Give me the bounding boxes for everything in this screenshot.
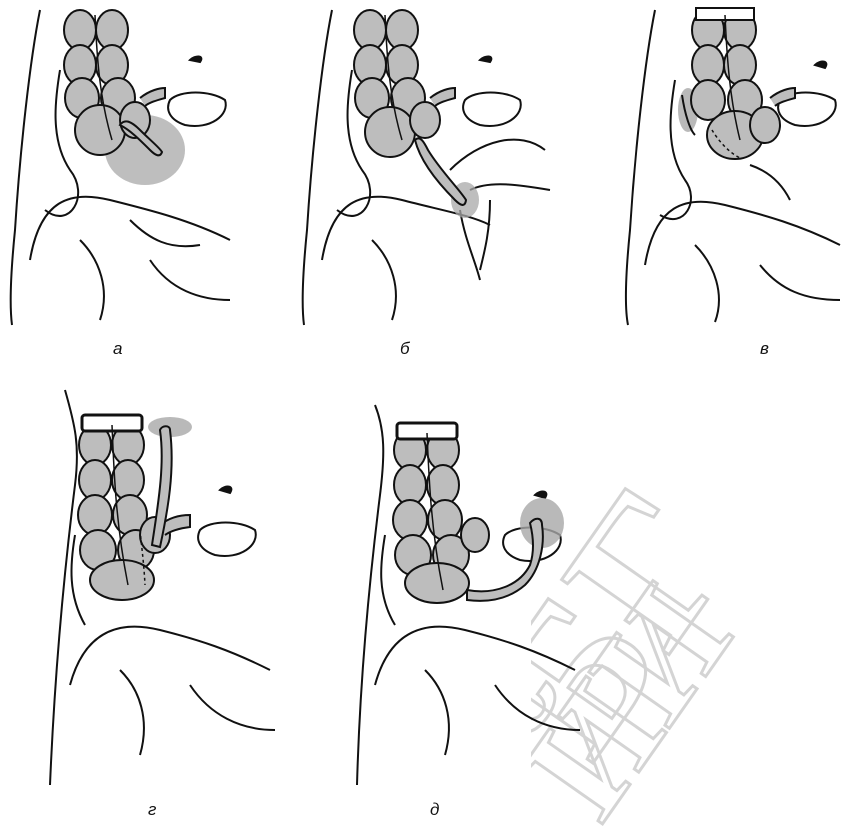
panel-v: в bbox=[600, 0, 851, 330]
illustration-appendix-position-b bbox=[290, 0, 560, 330]
illustration-appendix-position-a bbox=[0, 0, 260, 330]
caption-d: д bbox=[430, 800, 439, 820]
caption-v: в bbox=[760, 339, 769, 359]
caption-a: а bbox=[113, 339, 122, 359]
panel-g: г bbox=[40, 385, 300, 825]
panel-b: б bbox=[290, 0, 560, 330]
panel-a: а bbox=[0, 0, 260, 330]
caption-g: г bbox=[148, 800, 156, 820]
illustration-appendix-position-g bbox=[40, 385, 300, 795]
illustration-appendix-position-d bbox=[345, 385, 610, 795]
panel-d: д bbox=[345, 385, 610, 825]
caption-b: б bbox=[400, 339, 410, 359]
illustration-appendix-position-v bbox=[600, 0, 851, 330]
